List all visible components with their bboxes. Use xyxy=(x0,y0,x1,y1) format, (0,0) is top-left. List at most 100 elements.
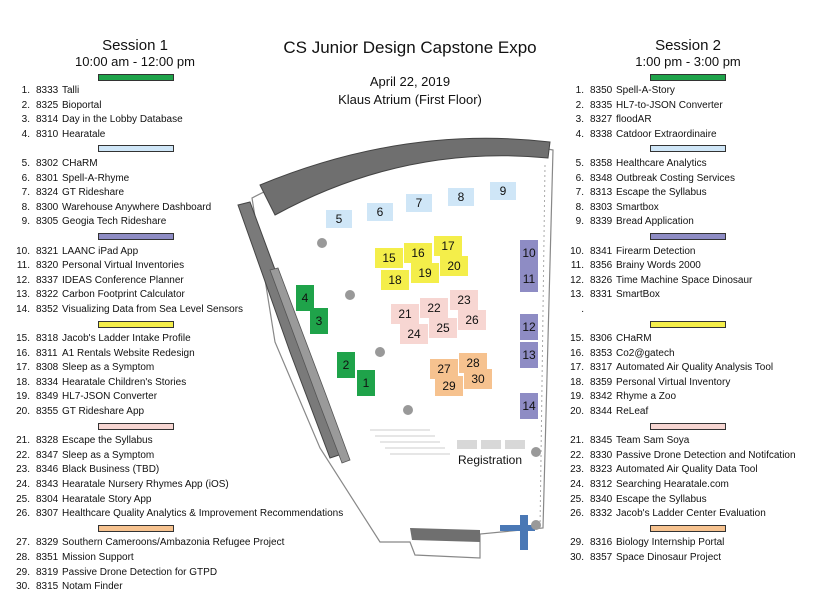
item-number: 9. xyxy=(575,216,584,228)
project-name: A1 Rentals Website Redesign xyxy=(62,347,195,359)
project-code: 8312 xyxy=(590,479,613,491)
item-number: 6. xyxy=(21,172,30,184)
project-code: 8346 xyxy=(36,464,59,476)
project-code: 8349 xyxy=(36,391,59,403)
project-name: Automated Air Quality Data Tool xyxy=(616,464,758,476)
project-name: Visualizing Data from Sea Level Sensors xyxy=(62,303,244,315)
item-number: 25. xyxy=(570,493,584,505)
group-divider xyxy=(0,420,380,435)
project-code: 8305 xyxy=(36,216,59,228)
item-number: 28. xyxy=(16,552,30,563)
project-name: Escape the Syllabus xyxy=(616,493,707,505)
item-number: 22. xyxy=(16,449,30,461)
color-bar xyxy=(650,145,726,153)
project-name: Co2@gatech xyxy=(616,347,675,359)
project-code: 8330 xyxy=(590,449,613,461)
project-name: Talli xyxy=(62,85,80,96)
project-code: 8357 xyxy=(590,552,613,563)
event-location: Klaus Atrium (First Floor) xyxy=(338,92,482,107)
project-name: Hearatale Story App xyxy=(62,493,152,505)
project-name: Biology Internship Portal xyxy=(616,537,725,549)
project-name: Healthcare Analytics xyxy=(616,157,707,169)
booth-30: 30 xyxy=(464,369,492,389)
project-code: 8322 xyxy=(36,289,59,301)
booth-27: 27 xyxy=(430,359,458,379)
item-number: 30. xyxy=(570,552,584,563)
list-item: . xyxy=(554,303,821,318)
project-name: Personal Virtual Inventories xyxy=(62,260,185,272)
project-name: IDEAS Conference Planner xyxy=(62,274,184,286)
item-number: 5. xyxy=(21,157,30,169)
project-code: 8311 xyxy=(36,347,58,359)
item-number: 29. xyxy=(16,566,30,578)
item-number: 25. xyxy=(16,493,30,505)
project-code: 8327 xyxy=(590,114,613,126)
project-name: Spell-A-Story xyxy=(616,85,675,96)
item-number: 4. xyxy=(575,128,584,140)
project-code: 8310 xyxy=(36,128,59,140)
item-number: 16. xyxy=(570,347,584,359)
project-name: Firearm Detection xyxy=(616,245,696,257)
project-name: Rhyme a Zoo xyxy=(616,391,677,403)
project-name: Escape the Syllabus xyxy=(616,187,707,199)
item-number: 19. xyxy=(570,391,584,403)
project-name: LAANC iPad App xyxy=(62,245,139,257)
booth-4: 4 xyxy=(296,285,314,311)
project-name: ReLeaf xyxy=(616,406,649,418)
project-code: 8341 xyxy=(590,245,613,257)
project-code: 8335 xyxy=(590,99,613,111)
item-number: 1. xyxy=(575,85,584,96)
item-number: 23. xyxy=(16,464,30,476)
project-code: 8331 xyxy=(590,289,613,301)
booth-14: 14 xyxy=(520,393,538,419)
project-name: Space Dinosaur Project xyxy=(616,552,722,563)
project-code: 8350 xyxy=(590,85,613,96)
color-bar xyxy=(650,74,726,81)
booth-9: 9 xyxy=(490,182,516,200)
project-code: 8344 xyxy=(590,406,613,418)
item-number: 24. xyxy=(16,479,30,491)
item-number: 18. xyxy=(570,376,584,388)
color-bar xyxy=(98,524,174,532)
item-number: 27. xyxy=(16,537,30,549)
project-name: Mission Support xyxy=(62,552,134,563)
booth-23: 23 xyxy=(450,290,478,310)
project-code: 8340 xyxy=(590,493,613,505)
project-name: Hearatale xyxy=(62,128,106,140)
booth-15: 15 xyxy=(375,248,403,268)
project-name: floodAR xyxy=(616,114,652,126)
project-name: Passive Drone Detection and Notifcation xyxy=(616,449,796,461)
item-number: 7. xyxy=(575,187,584,199)
color-bar xyxy=(650,320,726,328)
group-divider xyxy=(554,230,821,245)
project-name: HL7-JSON Converter xyxy=(62,391,158,403)
project-code: 8332 xyxy=(590,508,613,520)
project-name: Day in the Lobby Database xyxy=(62,114,183,126)
project-code: 8313 xyxy=(590,187,613,199)
item-number: 5. xyxy=(575,157,584,169)
